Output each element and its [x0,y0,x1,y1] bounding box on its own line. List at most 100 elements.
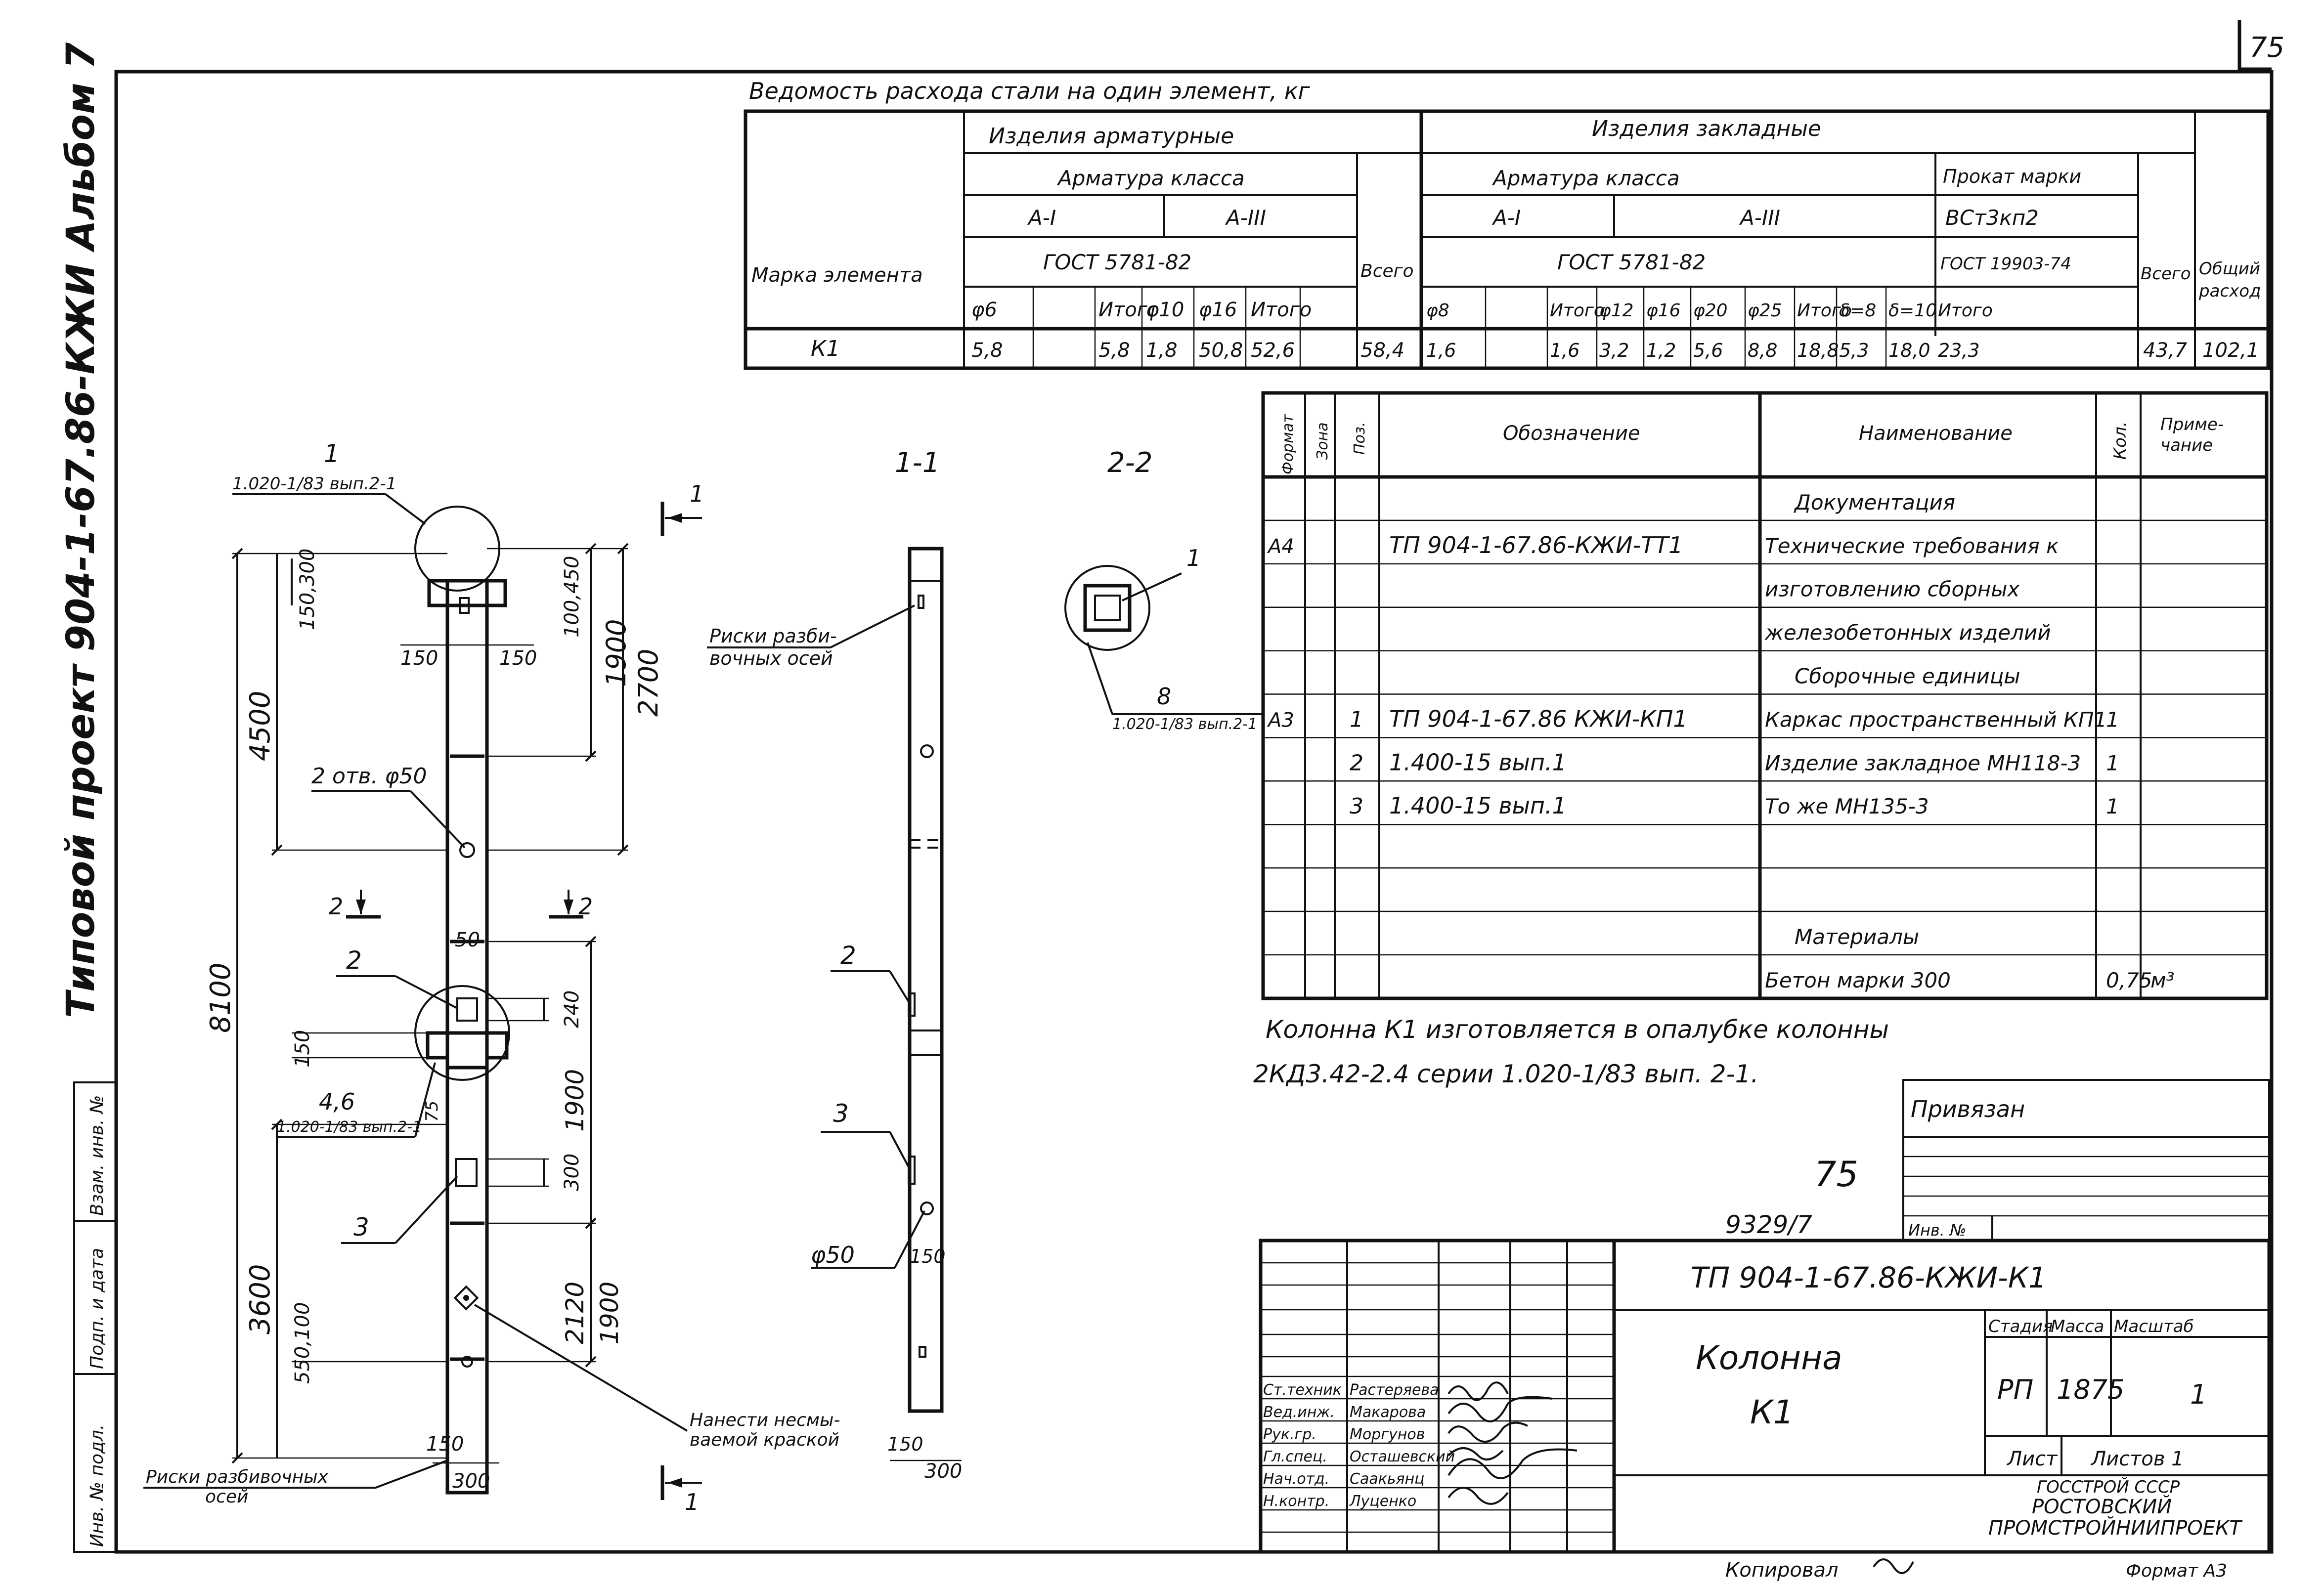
copied-signature [1873,1558,1914,1574]
spec-cell-name: Изделие закладное МН118-3 [1765,751,2081,775]
note-line-2: 2КД3.42-2.4 серии 1.020-1/83 вып. 2-1. [1253,1060,1758,1088]
format-label: Формат А3 [2126,1561,2227,1581]
callout-46-ref: 1.020-1/83 вып.2-1 [277,1118,422,1136]
sub-header-b: Итого [1550,300,1605,321]
row-header-mark: Марка элемента [751,264,923,287]
sub-header-b: δ=8 [1839,300,1876,321]
callout-46-num: 4,6 [319,1088,355,1115]
dim-150-c: 150 [291,1030,314,1068]
spec-cell-pos: 1 [1350,707,1363,732]
spec-cell-qty: 0,75 [2106,968,2152,992]
side-callout-2: 2 [840,941,856,970]
sheet-label: Лист [2006,1448,2058,1470]
privyazan-label: Привязан [1911,1096,2025,1122]
row-mark: К1 [811,336,840,361]
section22-callout-1: 1 [1186,545,1201,571]
sheet-frame: 75 [114,20,2284,1554]
section-2-2-view: 2-2 1 8 1.020-1/83 вып.2-1 [1064,447,1263,733]
cut-mark-right: 2 [578,893,593,920]
org-line-2: РОСТОВСКИЙ [2032,1495,2172,1518]
spec-cell-name: Бетон марки 300 [1765,968,1951,992]
signatures [1447,1381,1578,1505]
dim-8100: 8100 [205,962,237,1033]
armature-class-b: Арматура класса [1491,166,1680,190]
spec-cell-name: железобетонных изделий [1764,621,2051,645]
sub-header-b: δ=10 [1888,300,1937,321]
holes-label: 2 отв. φ50 [311,764,427,789]
title-name-1: Колонна [1696,1339,1842,1377]
mass-value: 1875 [2057,1374,2124,1405]
spec-h-format: Формат [1279,414,1297,474]
sub-header-b: φ12 [1599,300,1634,321]
cell-b: 18,0 [1888,340,1930,361]
group-embedded: Изделия закладные [1592,116,1821,141]
callout-1-ref: 1.020-1/83 вып.2-1 [232,474,396,494]
note-line-1: Колонна К1 изготовляется в опалубке коло… [1266,1015,1889,1044]
cell-a: 52,6 [1251,339,1295,362]
privyazan-block: Привязан Инв. № [1902,1079,2270,1242]
class-a1-a: А-I [1027,206,1056,230]
dim-240: 240 [561,990,583,1028]
title-code: ТП 904-1-67.86-КЖИ-К1 [1691,1261,2047,1294]
spec-h-name: Наименование [1859,422,2013,445]
cell-a: 5,8 [971,339,1003,362]
section-1-1-label: 1-1 [895,447,940,479]
row-a-total: 58,4 [1360,339,1404,362]
callout-8-ref: 1.020-1/83 вып.2-1 [1112,716,1257,733]
paint-label-2: ваемой краской [690,1430,839,1450]
dim-150-300: 150,300 [296,549,319,630]
person-name: Растеряева [1350,1381,1439,1399]
dim-150-e: 150 [910,1245,946,1267]
section-mark-top: 1 [690,480,704,507]
spec-cell-designation: 1.400-15 вып.1 [1389,792,1567,819]
role-label: Нач.отд. [1263,1470,1329,1488]
callout-8-num: 8 [1157,683,1171,710]
axes-label-top-1: Риски разби- [709,625,837,647]
album-vertical-title: Типовой проект 904-1-67.86-КЖИ Альбом 7 [59,42,103,1018]
dim-1900-a: 1900 [601,619,632,687]
copied-by: Копировал [1725,1559,1839,1582]
section-1-1-view: 1-1 2 3 φ50 150 150 300 [811,447,962,1483]
armature-class-a: Арматура класса [1056,166,1245,190]
section-mark-bottom: 1 [685,1489,699,1515]
gost-5781-a: ГОСТ 5781-82 [1043,250,1191,274]
dim-300-a: 300 [561,1154,583,1191]
cell-b: 5,6 [1693,340,1723,361]
cell-b: 23,3 [1938,340,1980,361]
total-a-label: Всего [1360,261,1414,281]
sub-header-a: Итого [1098,299,1159,321]
cell-b: 3,2 [1599,340,1629,361]
stamp-vzam-inv: Взам. инв. № [87,1095,107,1216]
org-line-1: ГОССТРОЙ СССР [2037,1477,2180,1497]
steel-table-title: Ведомость расхода стали на один элемент,… [749,78,1311,104]
spec-h-pos: Поз. [1351,422,1368,455]
spec-cell-format: А3 [1267,709,1294,731]
spec-cell-note: м³ [2150,968,2175,992]
handwritten-number: 75 [1814,1154,1858,1195]
spec-h-note: Приме-чание [2160,415,2224,455]
group-armature: Изделия арматурные [989,124,1234,149]
dim-150-f: 150 [887,1433,923,1455]
archive-number: 9329/7 [1725,1210,1812,1239]
dim-150-a: 150 [400,647,438,670]
stamp-inv-podl: Инв. № подл. [87,1424,107,1547]
callout-2-num: 2 [346,946,362,975]
spec-cell-designation: ТП 904-1-67.86 КЖИ-КП1 [1389,705,1688,732]
cell-b: 1,6 [1550,340,1579,361]
row-b-total: 43,7 [2143,339,2188,362]
spec-cell-qty: 1 [2106,707,2119,731]
sub-header-a: φ16 [1199,299,1237,321]
callout-1-num: 1 [324,439,340,468]
spec-cell-qty: 1 [2106,751,2119,775]
dim-1900-b: 1900 [561,1069,589,1132]
prokat-mark: Прокат марки [1943,166,2081,187]
sub-header-b: φ25 [1748,300,1782,321]
axes-label-bottom-1: Риски разбивочных [146,1467,329,1487]
dim-2120: 2120 [561,1282,589,1344]
cell-a: 1,8 [1146,339,1178,362]
